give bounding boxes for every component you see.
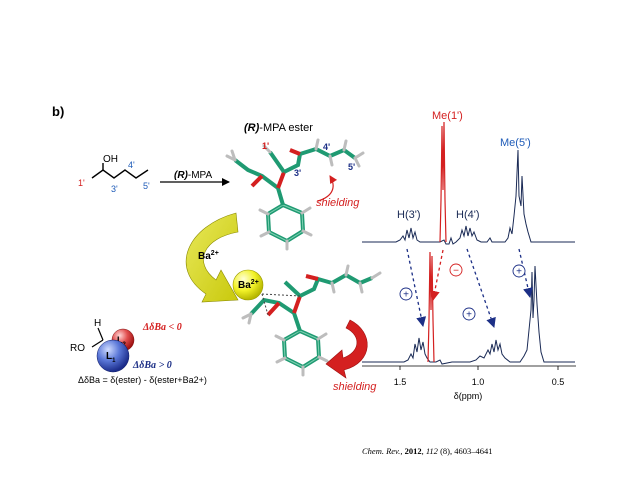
- nmr-peak-me1-lower: [427, 251, 435, 363]
- ppm-tick-label: 1.5: [394, 377, 407, 387]
- product-title: (R)-MPA ester: [244, 122, 313, 134]
- nmr-spectrum-upper: [362, 149, 575, 245]
- alcohol-oh-label: OH: [103, 154, 118, 165]
- ester-top-c3-label: 3': [294, 168, 301, 178]
- shift-arrow-h4: [466, 248, 496, 328]
- barium-addition-arrow: [185, 212, 239, 303]
- rule-negative: ΔδBa < 0: [142, 322, 182, 333]
- panel-label: b): [52, 104, 64, 119]
- shielding-arrow-bottom: [325, 319, 368, 379]
- barium-arrow-label: Ba2+: [198, 250, 219, 262]
- sign-plus-me5: +: [512, 264, 526, 278]
- citation-volume: 112: [425, 446, 438, 456]
- scheme-l1-label: L1: [106, 351, 116, 364]
- reagent-label: (R)-MPA: [174, 170, 212, 181]
- ppm-axis-label: δ(ppm): [454, 391, 483, 401]
- ester-model-top: 1' 3' 4' 5': [225, 138, 365, 251]
- citation-journal: Chem. Rev.: [362, 446, 401, 456]
- alcohol-c3-label: 3': [111, 184, 118, 194]
- alcohol-structure: OH 1' 3' 4' 5': [78, 154, 150, 194]
- ester-model-bottom: [241, 264, 382, 377]
- sign-plus-h4: +: [462, 307, 476, 321]
- shift-arrow-me1: [429, 249, 444, 301]
- nmr-spectrum-lower: [362, 265, 575, 365]
- svg-text:+: +: [466, 310, 472, 321]
- sign-minus-me1: −: [449, 263, 463, 277]
- ester-top-c1-label: 1': [262, 141, 269, 151]
- alcohol-c5-label: 5': [143, 181, 150, 191]
- barium-sphere: Ba2+: [232, 269, 264, 301]
- svg-text:+: +: [516, 267, 522, 278]
- nmr-panel: Me(1') Me(5') H(3') H(4') + − + + 1.5 1.0…: [362, 110, 576, 401]
- rule-positive: ΔδBa > 0: [132, 360, 172, 371]
- peak-label-h4: H(4'): [456, 209, 480, 221]
- citation: Chem. Rev., 2012, 112 (8), 4603–4641: [362, 446, 493, 456]
- shift-arrow-h3: [406, 248, 427, 327]
- scheme-h-label: H: [94, 318, 101, 329]
- svg-text:−: −: [453, 266, 459, 277]
- peak-label-me5: Me(5'): [500, 137, 531, 149]
- ppm-tick-label: 0.5: [552, 377, 565, 387]
- barium-sphere-label: Ba2+: [238, 279, 259, 291]
- ester-top-c4-label: 4': [323, 142, 330, 152]
- delta-definition: ΔδBa = δ(ester) - δ(ester+Ba2+): [78, 375, 207, 385]
- nmr-peak-me1-upper: [439, 121, 447, 243]
- citation-year: 2012: [404, 446, 422, 456]
- shielding-arrow-top: [317, 175, 338, 202]
- alcohol-c4-label: 4': [128, 160, 135, 170]
- shielding-label-bottom: shielding: [333, 381, 377, 393]
- shielding-label-top: shielding: [316, 197, 360, 209]
- sign-plus-h3: +: [399, 287, 413, 301]
- ppm-axis-ticks: 1.5 1.0 0.5: [394, 366, 565, 387]
- scheme-ro-label: RO: [70, 343, 85, 354]
- citation-pages: (8), 4603–4641: [440, 446, 493, 456]
- svg-text:+: +: [403, 290, 409, 301]
- model-scheme: H RO L2 L1 ΔδBa < 0 ΔδBa > 0 ΔδBa = δ(es…: [70, 318, 207, 385]
- ppm-tick-label: 1.0: [472, 377, 485, 387]
- peak-label-h3: H(3'): [397, 209, 421, 221]
- ester-top-c5-label: 5': [348, 162, 355, 172]
- alcohol-c1-label: 1': [78, 178, 85, 188]
- peak-label-me1: Me(1'): [432, 110, 463, 122]
